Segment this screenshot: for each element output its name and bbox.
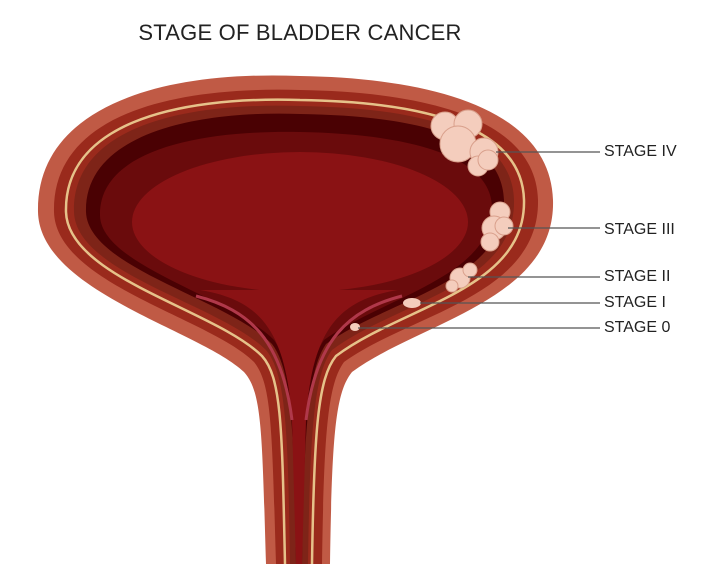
- label-stage-iv: STAGE IV: [604, 143, 677, 160]
- tumor-stage-0: [350, 323, 360, 331]
- tumor-stage-iii: [480, 201, 514, 252]
- neck-fold-right: [304, 294, 403, 421]
- neck-fold-left: [195, 294, 294, 421]
- label-stage-0: STAGE 0: [604, 319, 671, 336]
- label-stage-i: STAGE I: [604, 294, 666, 311]
- bladder-neck-lumen: [200, 290, 398, 564]
- label-stage-ii: STAGE II: [604, 268, 671, 285]
- label-stage-iii: STAGE III: [604, 221, 675, 238]
- bladder-lumen: [132, 152, 468, 292]
- tumor-stage-ii: [445, 262, 478, 293]
- tumor-stage-iv: [430, 109, 499, 177]
- tumor-stage-i: [403, 298, 421, 308]
- diagram-title: STAGE OF BLADDER CANCER: [138, 20, 462, 45]
